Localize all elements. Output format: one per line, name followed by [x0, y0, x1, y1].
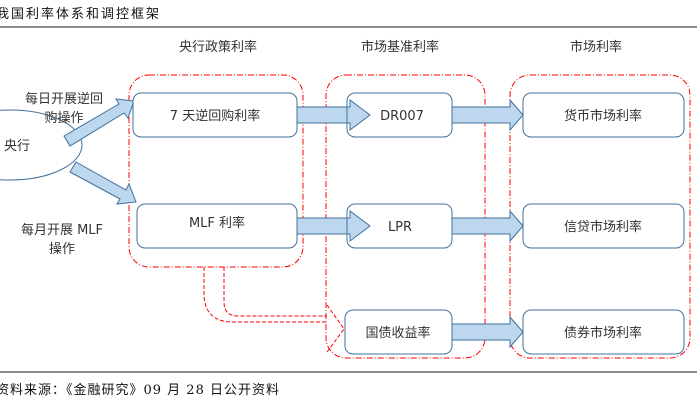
box-bond-market-label: 债券市场利率 [564, 325, 642, 341]
arrow-daily-op [63, 98, 135, 147]
box-credit-market-label: 信贷市场利率 [564, 219, 642, 235]
monthly-op-label: 每月开展 MLF 操作 [21, 221, 103, 259]
arrow-mlf-to-lpr [296, 210, 371, 242]
figure-title: 我国利率体系和调控框架 [0, 7, 162, 22]
central-bank-ellipse [0, 109, 83, 181]
box-mlf-label: MLF 利率 [189, 215, 245, 231]
box-treasury-yield-label: 国债收益率 [365, 325, 430, 341]
arrow-monthly-op [69, 161, 137, 205]
header-policy-rates: 央行政策利率 [178, 40, 258, 55]
box-credit-market [522, 203, 685, 249]
arrow-dr007-to-money-market [451, 98, 524, 132]
arrow-repo-to-dr007 [296, 99, 371, 131]
central-bank-label: 央行 [4, 139, 30, 154]
group-policy-rates [128, 74, 304, 268]
box-lpr-label: LPR [388, 220, 412, 235]
monthly-op-line-1: 每月开展 MLF [20, 223, 104, 238]
box-dr007-label: DR007 [380, 109, 424, 124]
top-rule [0, 26, 697, 28]
dashed-connector-arrow [203, 267, 345, 353]
bottom-rule [0, 371, 697, 373]
daily-op-line-2: 购操作 [44, 111, 84, 126]
header-benchmark-rates: 市场基准利率 [360, 40, 440, 55]
box-bond-market [522, 309, 685, 355]
group-benchmark-rates [325, 74, 486, 359]
daily-op-line-1: 每日开展逆回 [24, 92, 104, 107]
box-money-market-label: 货币市场利率 [564, 108, 642, 124]
box-money-market [522, 92, 685, 138]
box-7day-reverse-repo-label: 7 天逆回购利率 [170, 108, 260, 124]
arrow-treasury-to-bond-market [451, 315, 524, 349]
arrow-lpr-to-credit-market [451, 209, 524, 243]
source-note: 资料来源：《金融研究》09 月 28 日公开资料 [0, 383, 280, 398]
header-market-rates: 市场利率 [569, 40, 623, 55]
daily-op-label: 每日开展逆回 购操作 [25, 90, 103, 128]
monthly-op-line-2: 操作 [48, 242, 76, 257]
